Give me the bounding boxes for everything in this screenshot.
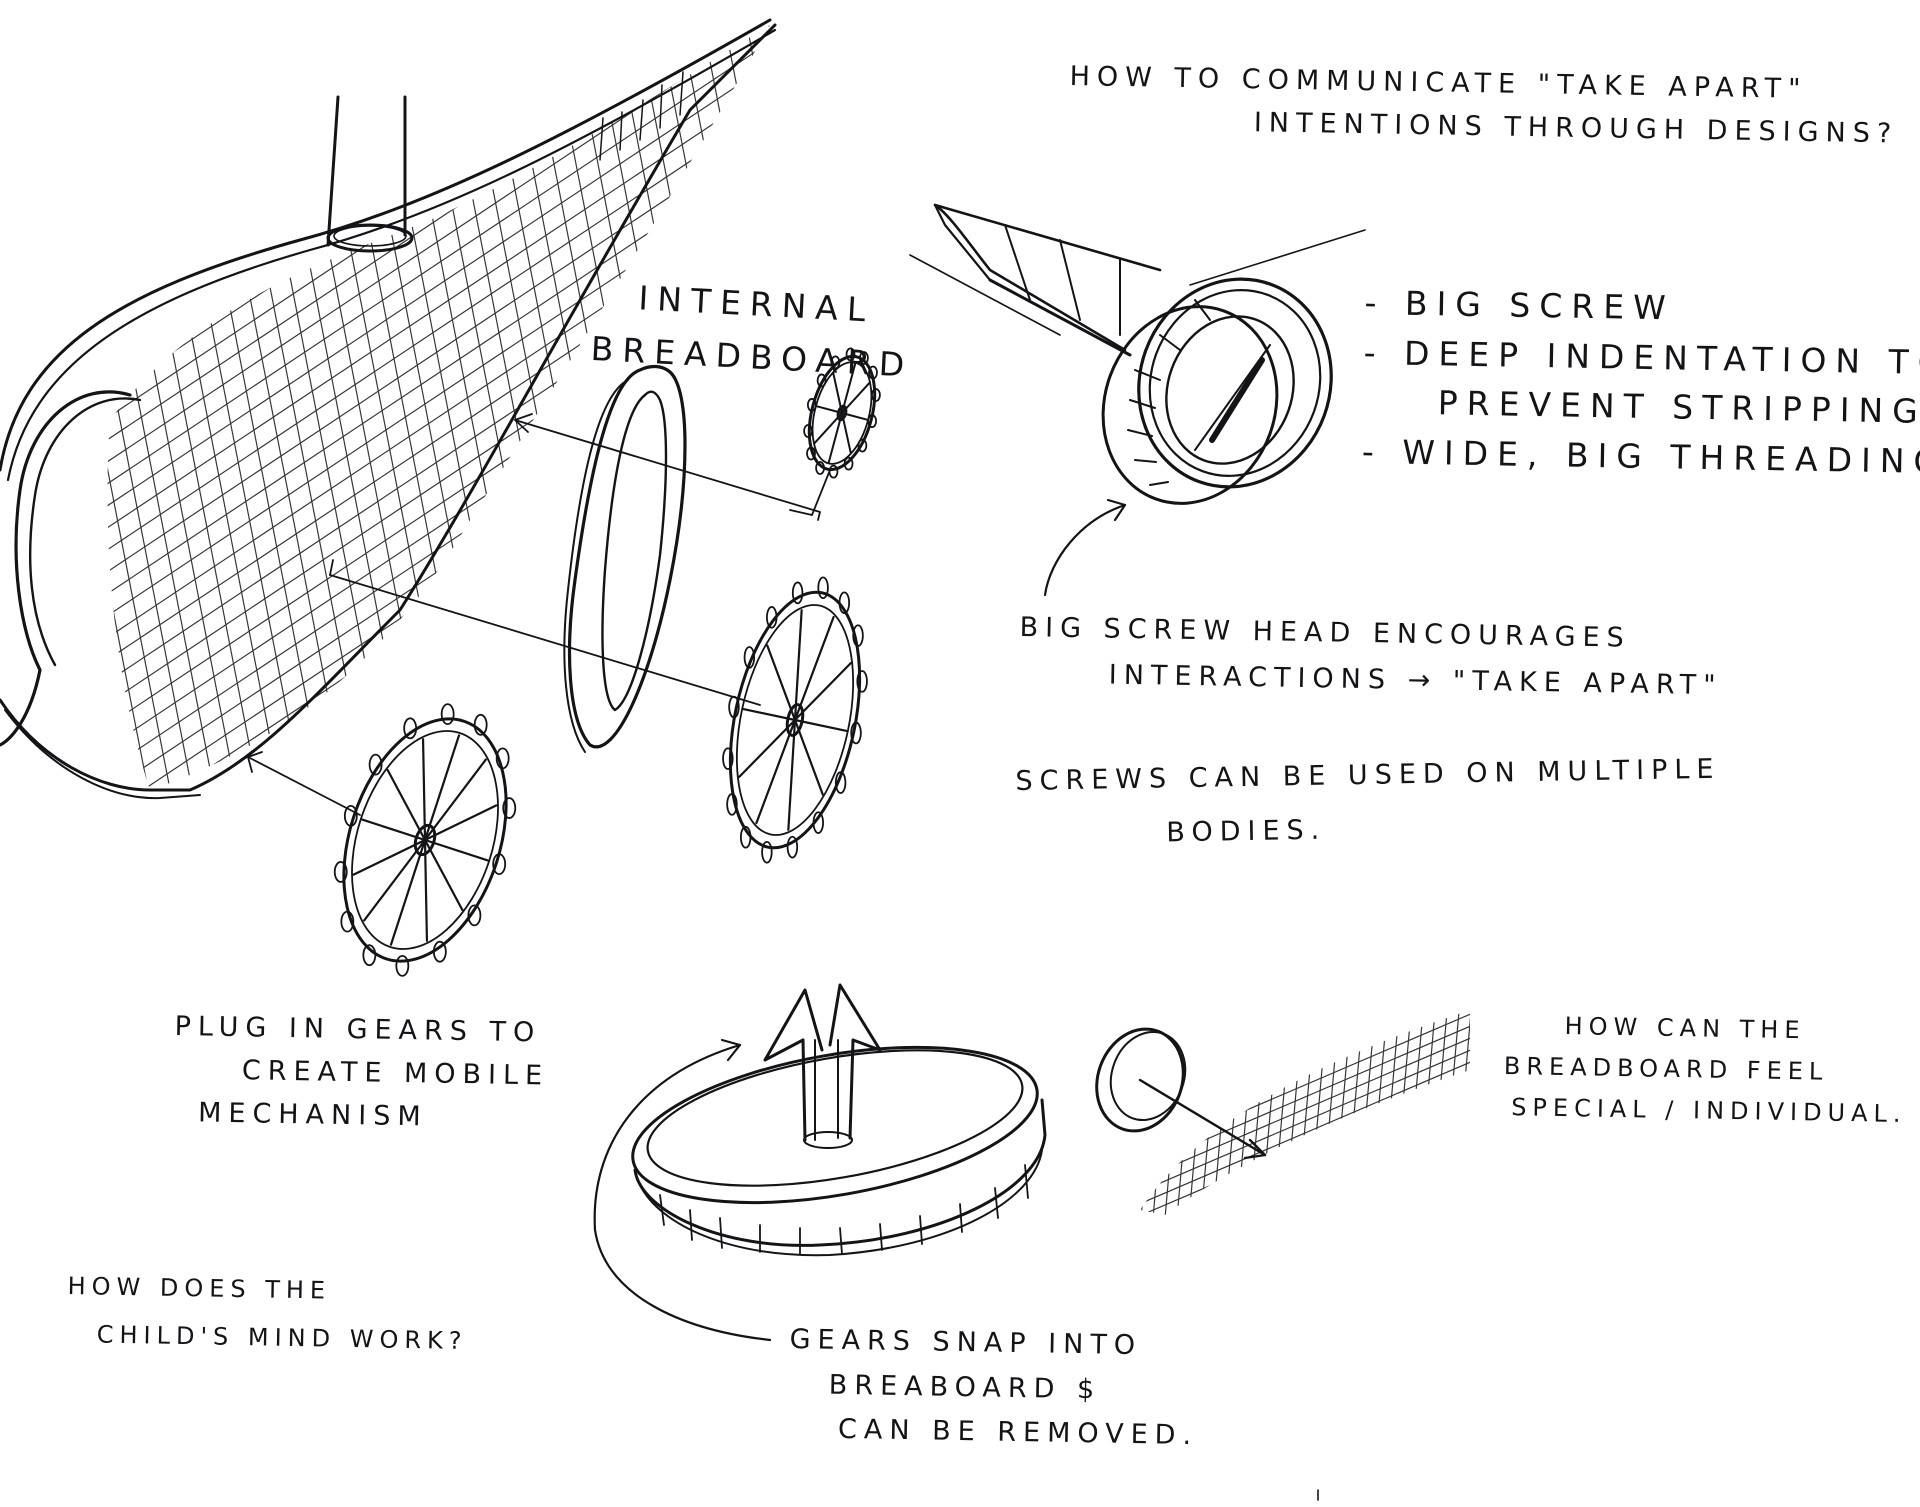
note-screws-bodies: SCREWS CAN BE USED ON MULTIPLE BODIES.	[1015, 753, 1721, 849]
note-screw-features: - BIG SCREW - DEEP INDENTATION TO PREVEN…	[1361, 282, 1920, 482]
big-screw-sketch	[909, 203, 1366, 597]
note-child-mind: HOW DOES THE CHILD'S MIND WORK?	[67, 1271, 468, 1355]
breadboard-ring-sketch	[563, 364, 687, 753]
body-sketch	[0, 18, 777, 800]
note-gears-snap: GEARS SNAP INTO BREABOARD $ CAN BE REMOV…	[789, 1323, 1199, 1452]
assembly-arrows	[247, 413, 831, 816]
small-gear-sketch	[803, 347, 881, 479]
snap-gear-sketch	[593, 983, 1047, 1342]
note-plug-gears: PLUG IN GEARS TO CREATE MOBILE MECHANISM	[174, 1010, 550, 1133]
small-screw-sketch	[1095, 1010, 1470, 1215]
note-take-apart-question: HOW TO COMMUNICATE "TAKE APART" INTENTIO…	[1069, 60, 1899, 150]
note-internal-breadboard: INTERNAL BREADBOARD	[589, 278, 915, 385]
note-screw-head: BIG SCREW HEAD ENCOURAGES INTERACTIONS →…	[1019, 611, 1723, 702]
ring-gear-sketch	[722, 576, 868, 864]
note-breadboard-special: HOW CAN THE BREADBOARD FEEL SPECIAL / IN…	[1503, 1012, 1907, 1128]
wheel-gear-sketch	[333, 703, 517, 977]
